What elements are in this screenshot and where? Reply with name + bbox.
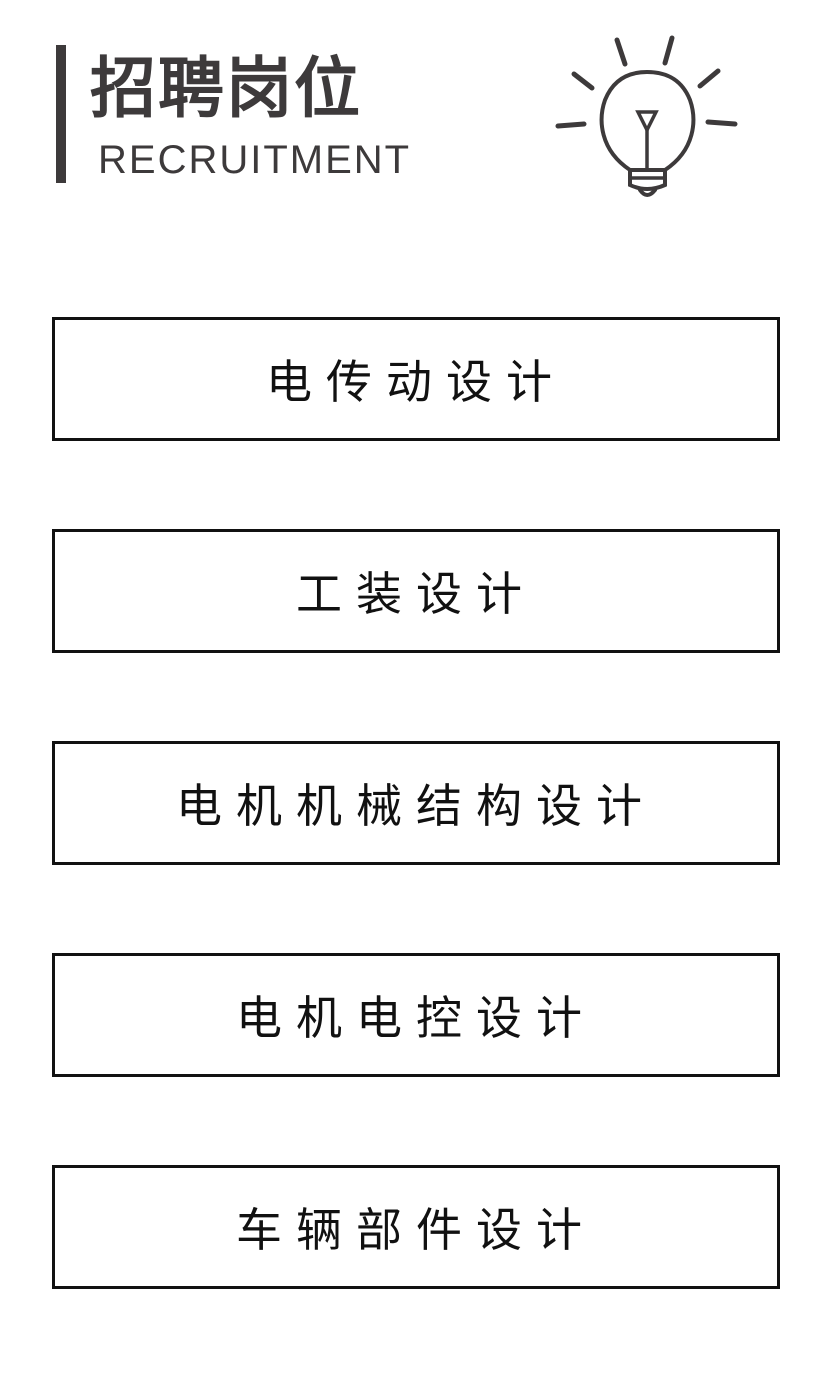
job-vehicle-parts-design[interactable]: 车辆部件设计 [52,1165,780,1289]
job-electric-drive-design[interactable]: 电传动设计 [52,317,780,441]
lightbulb-icon [555,35,738,197]
header-accent-bar [56,45,66,183]
job-label: 车辆部件设计 [236,1203,596,1257]
job-label: 电机电控设计 [236,991,596,1045]
job-label: 电传动设计 [266,355,566,409]
job-label: 电机机械结构设计 [176,779,656,833]
job-label: 工装设计 [296,567,536,621]
page-title: 招聘岗位 [90,49,362,127]
page-subtitle: RECRUITMENT [98,138,412,182]
job-motor-mechanical-design[interactable]: 电机机械结构设计 [52,741,780,865]
job-motor-control-design[interactable]: 电机电控设计 [52,953,780,1077]
job-tooling-design[interactable]: 工装设计 [52,529,780,653]
